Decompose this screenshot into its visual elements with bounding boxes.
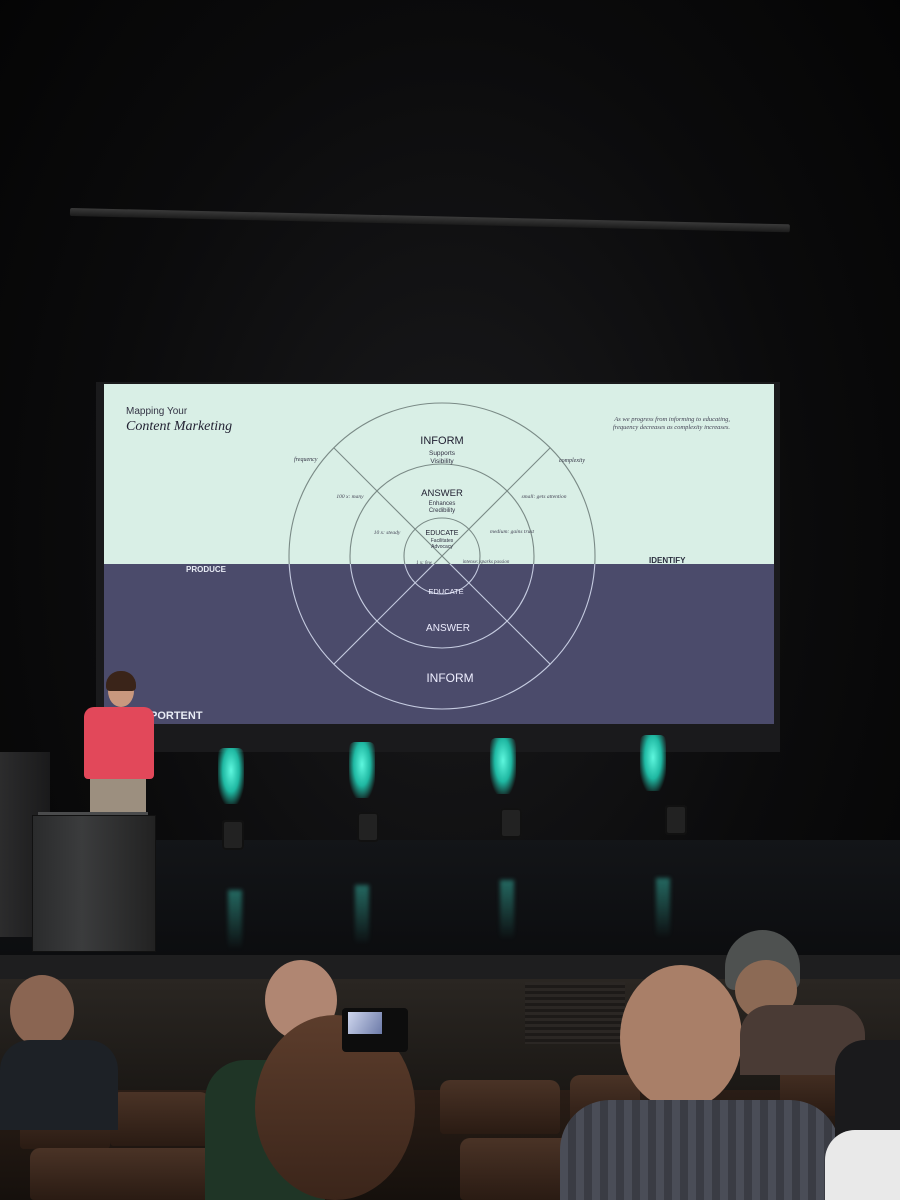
upper-educate-sub2: Advocacy — [431, 544, 453, 550]
upper-answer-label: ANSWER — [421, 488, 463, 499]
speaker-hair — [106, 671, 136, 691]
slide: Mapping Your Content Marketing As we pro… — [104, 384, 774, 724]
upper-inform-label: INFORM — [420, 435, 463, 447]
stage-light-2 — [349, 742, 375, 798]
outer-ring-lower — [288, 564, 596, 710]
seat — [110, 1092, 210, 1146]
stage-light-1 — [218, 748, 244, 804]
complexity-medium: medium: gains trust — [490, 529, 534, 535]
light-fixture-4 — [665, 805, 687, 835]
speaker — [78, 671, 158, 821]
upper-inform-sub2: Visibility — [430, 458, 454, 465]
side-label-identify: IDENTIFY — [649, 556, 686, 565]
lower-educate-label: EDUCATE — [428, 587, 463, 596]
outer-ring-upper — [288, 402, 596, 564]
seat — [440, 1080, 560, 1134]
floor-reflection-2 — [355, 885, 369, 945]
lower-inform-label: INFORM — [426, 671, 473, 685]
inner-ring-upper — [403, 517, 481, 564]
side-label-produce: PRODUCE — [186, 565, 227, 574]
slide-upper-panel — [104, 384, 774, 564]
audience-member — [0, 1040, 118, 1130]
frequency-many: 100 x: many — [336, 494, 364, 500]
audience-member-plaid — [560, 1100, 840, 1200]
floor-reflection-4 — [656, 878, 670, 938]
seat — [30, 1148, 230, 1200]
axis-frequency-label: frequency — [294, 456, 318, 463]
podium — [32, 815, 156, 952]
slide-note-line2: frequency decreases as complexity increa… — [613, 424, 731, 431]
complexity-intense: intense: sparks passion — [463, 560, 510, 565]
slide-lower-panel — [104, 564, 774, 724]
speaker-jacket — [84, 707, 154, 779]
complexity-small: small: gets attention — [522, 494, 567, 500]
light-fixture-3 — [500, 808, 522, 838]
stage-light-4 — [640, 735, 666, 791]
upper-educate-sub1: Facilitates — [431, 538, 454, 544]
upper-inform-sub1: Supports — [429, 450, 456, 457]
frequency-few: 1 x: few — [416, 561, 432, 566]
audience-head — [620, 965, 742, 1110]
inner-ring-lower — [404, 564, 480, 595]
stage-light-3 — [490, 738, 516, 794]
audience-head — [10, 975, 74, 1047]
portent-logo-text: PORTENT — [150, 710, 203, 722]
projection-screen: Mapping Your Content Marketing As we pro… — [104, 384, 774, 724]
middle-ring-upper — [349, 463, 535, 564]
lower-answer-label: ANSWER — [426, 623, 470, 634]
axis-complexity-label: complexity — [559, 458, 585, 464]
stage-vent — [525, 982, 625, 1044]
audience-member-white-shirt — [825, 1130, 900, 1200]
frequency-steady: 10 x: steady — [374, 530, 401, 536]
light-fixture-2 — [357, 812, 379, 842]
floor-reflection-1 — [228, 890, 242, 950]
slide-note-line1: As we progress from informing to educati… — [613, 416, 730, 423]
middle-ring-lower — [349, 564, 535, 649]
light-fixture-1 — [222, 820, 244, 850]
upper-answer-sub1: Enhances — [429, 501, 456, 507]
slide-title-line1: Mapping Your — [126, 406, 188, 417]
floor-reflection-3 — [500, 880, 514, 940]
upper-answer-sub2: Credibility — [429, 508, 455, 514]
smartphone-screen — [348, 1012, 382, 1034]
upper-educate-label: EDUCATE — [426, 530, 459, 537]
slide-title-line2: Content Marketing — [126, 419, 232, 434]
